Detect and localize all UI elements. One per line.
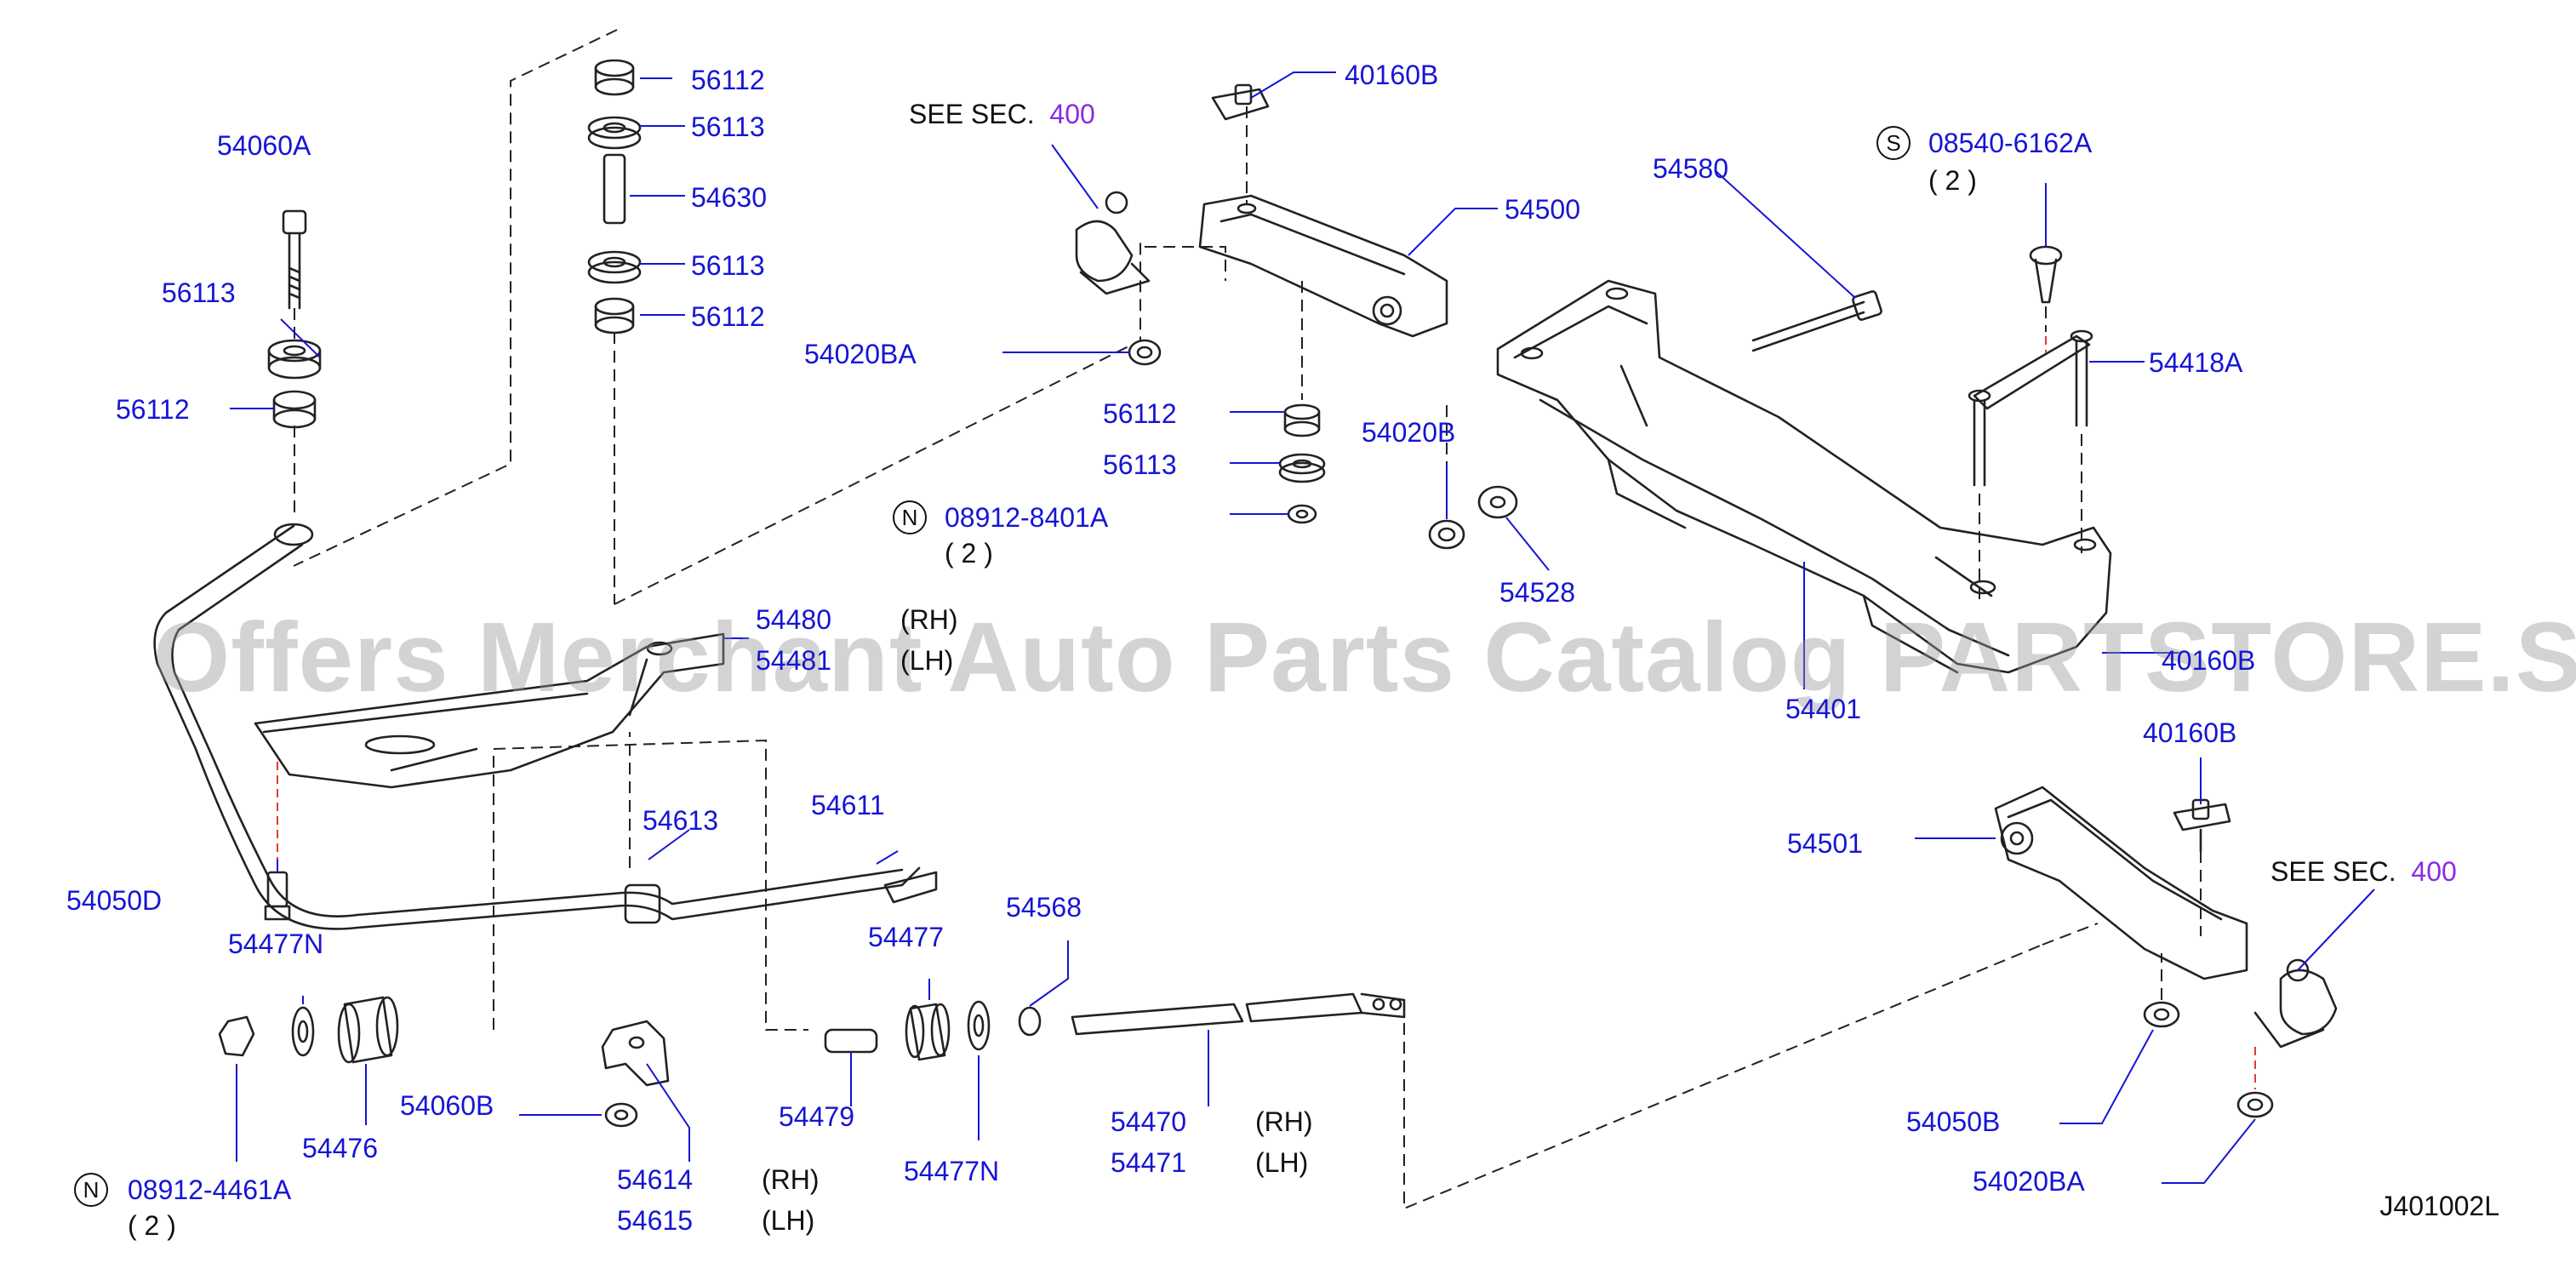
part-08540-6162A-label[interactable]: 08540-6162A <box>1928 128 2093 158</box>
part-54477N-left-label[interactable]: 54477N <box>228 929 324 959</box>
part-54611-label[interactable]: 54611 <box>811 790 885 820</box>
rh-54480: (RH) <box>900 604 958 635</box>
nut-54568-shape <box>1018 1006 1042 1037</box>
part-54501-label[interactable]: 54501 <box>1787 828 1863 859</box>
crossmember-54401-shape <box>1496 279 2112 674</box>
bracket-54480-shape <box>254 632 725 789</box>
part-54528-label[interactable]: 54528 <box>1499 577 1575 608</box>
nut-54060B-shape <box>604 1102 638 1128</box>
bracket-54614-shape <box>601 1020 670 1087</box>
part-54020BA-top-label[interactable]: 54020BA <box>804 339 917 369</box>
part-54401-label[interactable]: 54401 <box>1785 694 1861 724</box>
lh-54481: (LH) <box>900 645 954 676</box>
part-54477N-bottom-label[interactable]: 54477N <box>904 1156 1000 1186</box>
part-40160B-top-label[interactable]: 40160B <box>1345 60 1439 90</box>
bushing-56112-left-shape <box>272 390 317 429</box>
part-54615-label[interactable]: 54615 <box>617 1205 693 1236</box>
ballstud-40160B-top-shape <box>1211 83 1270 121</box>
part-54568-label[interactable]: 54568 <box>1006 892 1082 923</box>
part-56113-top2-label[interactable]: 56113 <box>691 250 765 281</box>
rod-54470-shape <box>1071 992 1406 1036</box>
part-54630-label[interactable]: 54630 <box>691 182 767 213</box>
part-40160B-bottom-label[interactable]: 40160B <box>2143 717 2237 748</box>
bushing-54476-shape <box>337 996 399 1064</box>
s-symbol-6162A: S <box>1876 126 1911 160</box>
cut-part-label[interactable]: 40160B <box>2162 645 2256 676</box>
ballstud-40160B-bottom-shape <box>2173 798 2231 853</box>
see-sec-top-label: SEE SEC. 400 <box>909 99 1095 129</box>
nut-08912-4461A-shape <box>218 1015 255 1057</box>
part-54477-label[interactable]: 54477 <box>868 922 944 952</box>
balljoint-bottom-shape <box>2253 958 2338 1049</box>
part-56112-left-label[interactable]: 56112 <box>116 394 190 425</box>
part-56113-left-label[interactable]: 56113 <box>162 277 236 308</box>
see-sec-top-number[interactable]: 400 <box>1049 99 1095 129</box>
nut-54050B-shape <box>2143 1001 2180 1028</box>
part-56112-top2-label[interactable]: 56112 <box>691 301 765 332</box>
part-54481-label[interactable]: 54481 <box>756 645 831 676</box>
part-54471-label[interactable]: 54471 <box>1111 1147 1186 1178</box>
center-stack-shapes <box>587 59 642 334</box>
washer-54477N-left-shape <box>291 1006 315 1057</box>
part-54470-label[interactable]: 54470 <box>1111 1106 1186 1137</box>
link-54500-shape <box>1198 194 1448 338</box>
washer-54477N-bottom-shape <box>967 1000 991 1051</box>
spacer-54479-shape <box>824 1028 878 1054</box>
nut-54020BA-bottom-shape <box>2236 1091 2274 1118</box>
part-54480-label[interactable]: 54480 <box>756 604 831 635</box>
part-54050B-label[interactable]: 54050B <box>1906 1106 2001 1137</box>
bushings-mid-shapes <box>1278 403 1326 524</box>
part-54050D-label[interactable]: 54050D <box>66 885 163 916</box>
screw-08540-shape <box>2029 245 2063 304</box>
nut-54020B-shape <box>1428 519 1465 550</box>
qty-4461A: ( 2 ) <box>128 1210 176 1241</box>
part-54418A-label[interactable]: 54418A <box>2149 347 2243 378</box>
qty-6162A: ( 2 ) <box>1928 165 1977 196</box>
part-54020BA-bottom-label[interactable]: 54020BA <box>1973 1166 2085 1197</box>
part-56112-top1-label[interactable]: 56112 <box>691 65 765 95</box>
link-54501-shape <box>1994 786 2248 980</box>
part-56113-top1-label[interactable]: 56113 <box>691 111 765 142</box>
link-54418A-shape <box>1968 329 2093 487</box>
lh-54615: (LH) <box>762 1205 815 1236</box>
washer-54528-shape <box>1477 485 1518 519</box>
qty-8401A: ( 2 ) <box>945 538 993 569</box>
see-sec-bottom-number[interactable]: 400 <box>2411 856 2457 887</box>
stabilizer-bar-shape <box>153 523 938 930</box>
balljoint-top-shape <box>1075 191 1151 295</box>
rh-54470: (RH) <box>1255 1106 1313 1137</box>
bushing-56113-left-shape <box>267 339 322 380</box>
part-54476-label[interactable]: 54476 <box>302 1133 378 1163</box>
part-08912-8401A-label[interactable]: 08912-8401A <box>945 502 1109 533</box>
part-56112-mid-label[interactable]: 56112 <box>1103 398 1177 429</box>
rh-54614: (RH) <box>762 1164 820 1195</box>
part-54580-label[interactable]: 54580 <box>1653 153 1728 184</box>
part-54060A-label[interactable]: 54060A <box>217 130 311 161</box>
n-symbol-8401A: N <box>893 500 927 534</box>
lh-54471: (LH) <box>1255 1147 1309 1178</box>
n-symbol-4461A: N <box>74 1173 108 1207</box>
part-54613-label[interactable]: 54613 <box>643 805 718 836</box>
part-54060B-label[interactable]: 54060B <box>400 1090 494 1121</box>
bushing-54477-shape <box>905 1003 951 1061</box>
bolt-54060A-shape <box>282 209 307 310</box>
part-54479-label[interactable]: 54479 <box>779 1101 854 1132</box>
figure-code: J401002L <box>2379 1191 2499 1221</box>
part-54500-label[interactable]: 54500 <box>1505 194 1580 225</box>
part-54614-label[interactable]: 54614 <box>617 1164 693 1195</box>
bolt-54580-shape <box>1751 290 1882 352</box>
part-56113-mid-label[interactable]: 56113 <box>1103 449 1177 480</box>
see-sec-bottom-label: SEE SEC. 400 <box>2270 856 2457 887</box>
part-54020B-label[interactable]: 54020B <box>1362 417 1456 448</box>
part-08912-4461A-label[interactable]: 08912-4461A <box>128 1174 292 1205</box>
